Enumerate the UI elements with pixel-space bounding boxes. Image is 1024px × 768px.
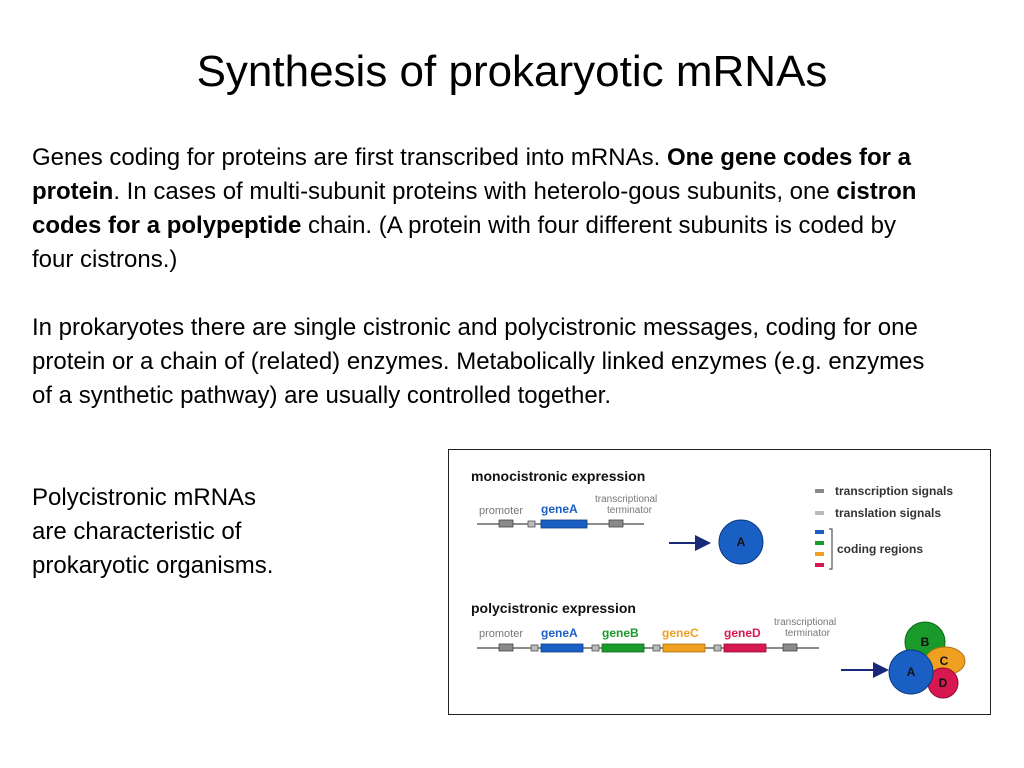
cistron-figure: monocistronic expression promoter geneA … xyxy=(448,449,991,715)
poly-gene-d-label: geneD xyxy=(724,626,761,640)
legend-transcription-swatch xyxy=(815,489,824,493)
mono-terminator-label-1: transcriptional xyxy=(595,494,657,505)
mono-gene-a-label: geneA xyxy=(541,502,578,516)
legend-coding-b xyxy=(815,541,824,545)
legend-transcription-label: transcription signals xyxy=(835,484,953,498)
poly-translation-signal-c xyxy=(652,644,661,652)
mono-terminator-box xyxy=(608,519,624,528)
p1-text-3: chain. (A protein with four different su… xyxy=(32,212,896,273)
poly-terminator-label-2: terminator xyxy=(785,628,831,639)
cistron-diagram: monocistronic expression promoter geneA … xyxy=(471,468,966,699)
mono-protein-a xyxy=(718,519,764,565)
legend-coding-a xyxy=(815,530,824,534)
legend-coding-c xyxy=(815,552,824,556)
poly-promoter-box xyxy=(498,643,514,652)
poly-gene-b-box xyxy=(601,643,645,653)
poly-translation-signal-d xyxy=(713,644,722,652)
poly-terminator-label-1: transcriptional xyxy=(774,617,836,628)
poly-translation-signal-b xyxy=(591,644,600,652)
legend-coding-label: coding regions xyxy=(837,542,923,556)
p1-bold-1: One gene codes for a protein xyxy=(32,144,912,205)
poly-protein-a xyxy=(888,649,934,695)
mono-title: monocistronic expression xyxy=(471,468,645,484)
poly-gene-d-box xyxy=(723,643,767,653)
p1-text-2: . In cases of multi-subunit proteins wit… xyxy=(113,178,837,205)
mono-promoter-label: promoter xyxy=(479,505,523,517)
poly-gene-c-label: geneC xyxy=(662,626,699,640)
paragraph-polycistronic: Polycistronic mRNAs are characteristic o… xyxy=(32,481,412,583)
mono-protein-a-label: A xyxy=(737,535,746,549)
legend-coding-d xyxy=(815,563,824,567)
poly-protein-d-label: D xyxy=(939,676,948,690)
p1-text-1: Genes coding for proteins are first tran… xyxy=(32,144,667,171)
poly-protein-c-label: C xyxy=(940,654,949,668)
p3-line-1: Polycistronic mRNAs xyxy=(32,484,257,511)
poly-protein-a-label: A xyxy=(907,665,916,679)
mono-translation-signal xyxy=(527,520,536,528)
mono-terminator-label-2: terminator xyxy=(607,505,653,516)
poly-protein-b-label: B xyxy=(921,635,930,649)
poly-gene-a-label: geneA xyxy=(541,626,578,640)
legend-translation-label: translation signals xyxy=(835,506,941,520)
poly-gene-b-label: geneB xyxy=(602,626,639,640)
p3-line-3: prokaryotic organisms. xyxy=(32,552,274,579)
poly-gene-a-box xyxy=(540,643,584,653)
poly-translation-signal-a xyxy=(530,644,539,652)
poly-title: polycistronic expression xyxy=(471,600,636,616)
paragraph-genes: Genes coding for proteins are first tran… xyxy=(32,141,932,277)
slide-title: Synthesis of prokaryotic mRNAs xyxy=(196,47,828,96)
legend-bracket xyxy=(829,528,833,570)
mono-promoter-box xyxy=(498,519,514,528)
mono-gene-a-box xyxy=(540,519,588,529)
p3-line-2: are characteristic of xyxy=(32,518,242,545)
paragraph-prokaryotes: In prokaryotes there are single cistroni… xyxy=(32,314,925,409)
poly-terminator-box xyxy=(782,643,798,652)
legend-translation-swatch xyxy=(815,511,824,515)
poly-promoter-label: promoter xyxy=(479,628,523,640)
p1-bold-2: cistron codes for a polypeptide xyxy=(32,178,917,239)
poly-gene-c-box xyxy=(662,643,706,653)
